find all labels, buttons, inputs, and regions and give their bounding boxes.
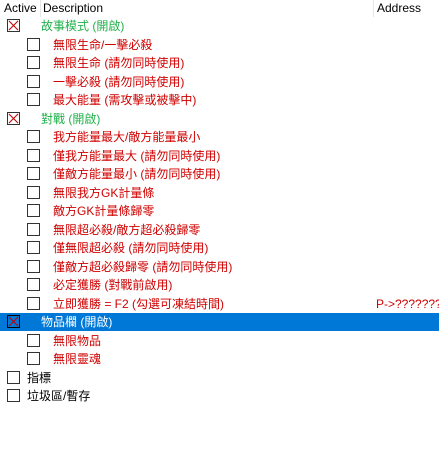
active-checkbox[interactable]: [27, 278, 40, 291]
active-checkbox-checked[interactable]: [7, 19, 20, 32]
active-checkbox[interactable]: [27, 149, 40, 162]
column-header-address[interactable]: Address: [377, 1, 422, 15]
active-checkbox[interactable]: [27, 130, 40, 143]
cheat-entry-row[interactable]: 最大能量 (需攻擊或被擊中): [0, 91, 439, 109]
active-checkbox-checked[interactable]: [7, 112, 20, 125]
active-checkbox[interactable]: [27, 93, 40, 106]
cheat-entry-row[interactable]: 無限靈魂: [0, 350, 439, 368]
entry-description[interactable]: 故事模式 (開啟): [41, 19, 125, 33]
entry-description[interactable]: 僅敵方能量最小 (請勿同時使用): [53, 167, 221, 181]
cheat-entry-row[interactable]: 無限我方GK計量條: [0, 184, 439, 202]
cheat-entry-row[interactable]: 無限物品: [0, 332, 439, 350]
entry-description[interactable]: 最大能量 (需攻擊或被擊中): [53, 93, 197, 107]
cheat-entry-row[interactable]: 僅我方能量最大 (請勿同時使用): [0, 147, 439, 165]
active-checkbox[interactable]: [27, 186, 40, 199]
group-row[interactable]: 對戰 (開啟): [0, 110, 439, 128]
entry-description[interactable]: 一擊必殺 (請勿同時使用): [53, 75, 185, 89]
active-checkbox[interactable]: [27, 260, 40, 273]
entry-description[interactable]: 我方能量最大/敵方能量最小: [53, 130, 201, 144]
active-checkbox-checked[interactable]: [7, 315, 20, 328]
entry-description[interactable]: 無限生命/一擊必殺: [53, 38, 153, 52]
entry-description[interactable]: 無限我方GK計量條: [53, 186, 155, 200]
entry-description[interactable]: 指標: [27, 371, 52, 385]
column-header-active[interactable]: Active: [4, 1, 37, 15]
active-checkbox[interactable]: [27, 334, 40, 347]
active-checkbox[interactable]: [7, 371, 20, 384]
entry-description[interactable]: 立即獲勝 = F2 (勾選可凍結時間): [53, 297, 225, 311]
entry-description[interactable]: 僅敵方超必殺歸零 (請勿同時使用): [53, 260, 233, 274]
entry-description[interactable]: 垃圾區/暫存: [27, 389, 91, 403]
active-checkbox[interactable]: [7, 389, 20, 402]
cheat-entry-row[interactable]: 僅敵方超必殺歸零 (請勿同時使用): [0, 258, 439, 276]
active-checkbox[interactable]: [27, 241, 40, 254]
entry-description[interactable]: 僅無限超必殺 (請勿同時使用): [53, 241, 209, 255]
cheat-entry-row[interactable]: 一擊必殺 (請勿同時使用): [0, 73, 439, 91]
column-divider[interactable]: [373, 0, 374, 17]
active-checkbox[interactable]: [27, 204, 40, 217]
cheat-entry-row[interactable]: 敵方GK計量條歸零: [0, 202, 439, 220]
active-checkbox[interactable]: [27, 75, 40, 88]
group-row[interactable]: 垃圾區/暫存: [0, 387, 439, 405]
active-checkbox[interactable]: [27, 352, 40, 365]
entry-description[interactable]: 敵方GK計量條歸零: [53, 204, 155, 218]
column-header-description[interactable]: Description: [43, 1, 104, 15]
column-divider[interactable]: [40, 0, 41, 17]
group-row[interactable]: 故事模式 (開啟): [0, 17, 439, 35]
cheat-entry-row[interactable]: 我方能量最大/敵方能量最小: [0, 128, 439, 146]
entry-address[interactable]: P->???????: [376, 297, 439, 311]
active-checkbox[interactable]: [27, 167, 40, 180]
cheat-entry-row[interactable]: 僅敵方能量最小 (請勿同時使用): [0, 165, 439, 183]
cheat-entry-row[interactable]: 無限生命/一擊必殺: [0, 36, 439, 54]
active-checkbox[interactable]: [27, 223, 40, 236]
entry-description[interactable]: 物品欄 (開啟): [41, 315, 113, 329]
cheat-entry-row[interactable]: 僅無限超必殺 (請勿同時使用): [0, 239, 439, 257]
column-header: Active Description Address: [0, 0, 439, 17]
cheat-entry-row[interactable]: 必定獲勝 (對戰前啟用): [0, 276, 439, 294]
group-row[interactable]: 指標: [0, 369, 439, 387]
active-checkbox[interactable]: [27, 38, 40, 51]
group-row[interactable]: 物品欄 (開啟): [0, 313, 439, 331]
cheat-entry-row[interactable]: 立即獲勝 = F2 (勾選可凍結時間) P->???????: [0, 295, 439, 313]
entry-description[interactable]: 無限生命 (請勿同時使用): [53, 56, 185, 70]
entry-description[interactable]: 必定獲勝 (對戰前啟用): [53, 278, 173, 292]
entry-description[interactable]: 僅我方能量最大 (請勿同時使用): [53, 149, 221, 163]
entry-description[interactable]: 無限靈魂: [53, 352, 102, 366]
cheat-entry-row[interactable]: 無限生命 (請勿同時使用): [0, 54, 439, 72]
entry-description[interactable]: 對戰 (開啟): [41, 112, 101, 126]
entry-description[interactable]: 無限超必殺/敵方超必殺歸零: [53, 223, 201, 237]
active-checkbox[interactable]: [27, 297, 40, 310]
entry-description[interactable]: 無限物品: [53, 334, 102, 348]
active-checkbox[interactable]: [27, 56, 40, 69]
cheat-entry-row[interactable]: 無限超必殺/敵方超必殺歸零: [0, 221, 439, 239]
